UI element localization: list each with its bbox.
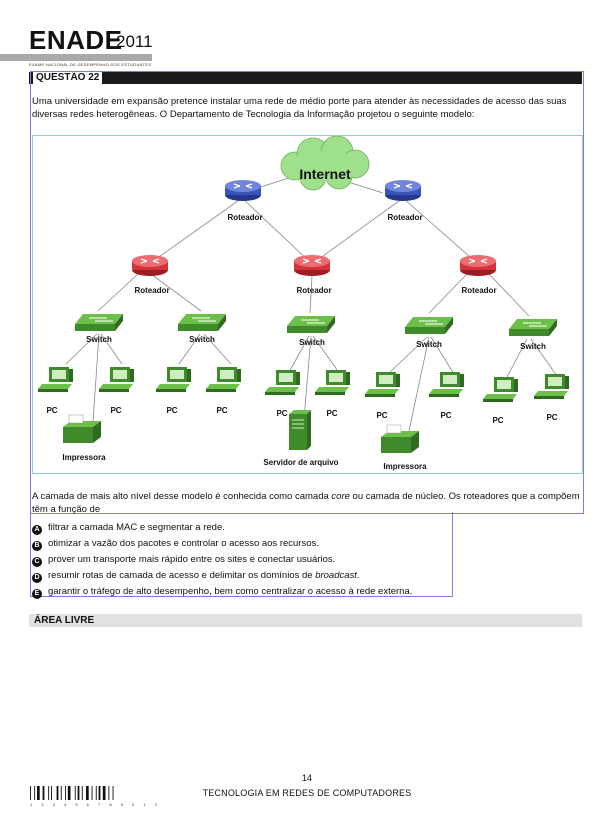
question-highlight-frame — [30, 71, 584, 514]
option-text: resumir rotas de camada de acesso e deli… — [48, 570, 360, 581]
pc-7 — [365, 372, 400, 397]
free-area-bar — [29, 614, 582, 627]
dist-router-left — [131, 254, 169, 277]
internet-cloud: Internet — [280, 135, 370, 191]
barcode-digits: 1 2 3 4 5 6 7 8 9 0 1 2 — [30, 802, 161, 807]
pc-label: PC — [492, 416, 503, 425]
option-letter-d: D — [32, 573, 42, 583]
page-number: 14 — [301, 773, 312, 783]
option-text: prover um transporte mais rápido entre o… — [48, 554, 336, 565]
pc-10 — [534, 374, 569, 399]
option-letter-b: B — [32, 541, 42, 551]
internet-label: Internet — [299, 166, 351, 182]
switch-label: Switch — [416, 340, 442, 349]
printer-label: Impressora — [383, 462, 427, 471]
switch-1 — [74, 313, 124, 332]
dist-router-center — [293, 254, 331, 277]
printer-2 — [380, 424, 420, 454]
enade-logo: ENADE — [29, 25, 123, 55]
option-letter-a: A — [32, 525, 42, 535]
pc-label: PC — [276, 409, 287, 418]
file-server — [288, 409, 312, 451]
router-label: Roteador — [227, 213, 262, 222]
barcode — [30, 786, 114, 800]
logo-tagline: EXAME NACIONAL DE DESEMPENHO DOS ESTUDAN… — [29, 62, 152, 67]
switch-label: Switch — [520, 342, 546, 351]
option-text: otimizar a vazão dos pacotes e controlar… — [48, 538, 319, 549]
course-name: TECNOLOGIA EM REDES DE COMPUTADORES — [202, 788, 412, 798]
pc-8 — [429, 372, 464, 397]
exam-year: 2011 — [116, 32, 153, 51]
options-highlight-frame — [30, 512, 453, 597]
switch-label: Switch — [86, 335, 112, 344]
pc-1 — [38, 367, 73, 392]
logo-underline-bar — [0, 54, 152, 61]
pc-label: PC — [216, 406, 227, 415]
pc-6 — [315, 370, 350, 395]
pc-label: PC — [440, 411, 451, 420]
switch-5 — [508, 318, 558, 337]
option-text: garantir o tráfego de alto desempenho, b… — [48, 586, 413, 597]
question-intro: Uma universidade em expansão pretence in… — [32, 96, 567, 120]
option-text: filtrar a camada MAC e segmentar a rede. — [48, 522, 225, 533]
network-diagram: Internet Roteador Roteador Rotead — [32, 135, 583, 474]
router-label: Roteador — [296, 286, 331, 295]
pc-9 — [483, 377, 518, 402]
switch-label: Switch — [299, 338, 325, 347]
pc-label: PC — [376, 411, 387, 420]
free-area-label: ÁREA LIVRE — [34, 615, 95, 626]
switch-3 — [286, 315, 336, 334]
pc-label: PC — [166, 406, 177, 415]
option-letter-c: C — [32, 557, 42, 567]
dist-router-right — [459, 254, 497, 277]
pc-5 — [265, 370, 300, 395]
pc-4 — [206, 367, 241, 392]
pc-3 — [156, 367, 191, 392]
core-router-left — [224, 179, 262, 202]
question-stem: A camada de mais alto nível desse modelo… — [32, 491, 580, 515]
core-router-right — [384, 179, 422, 202]
network-links — [65, 175, 558, 432]
router-label: Roteador — [461, 286, 496, 295]
server-label: Servidor de arquivo — [263, 458, 338, 467]
router-label: Roteador — [387, 213, 422, 222]
question-label: QUESTÃO 22 — [33, 72, 103, 84]
question-header-bar — [29, 72, 582, 84]
printer-label: Impressora — [62, 453, 106, 462]
pc-label: PC — [326, 409, 337, 418]
option-letter-e: E — [32, 589, 42, 599]
pc-label: PC — [110, 406, 121, 415]
switch-2 — [177, 313, 227, 332]
printer-1 — [62, 414, 102, 444]
router-label: Roteador — [134, 286, 169, 295]
switch-label: Switch — [189, 335, 215, 344]
switch-4 — [404, 316, 454, 335]
pc-2 — [99, 367, 134, 392]
pc-label: PC — [46, 406, 57, 415]
pc-label: PC — [546, 413, 557, 422]
